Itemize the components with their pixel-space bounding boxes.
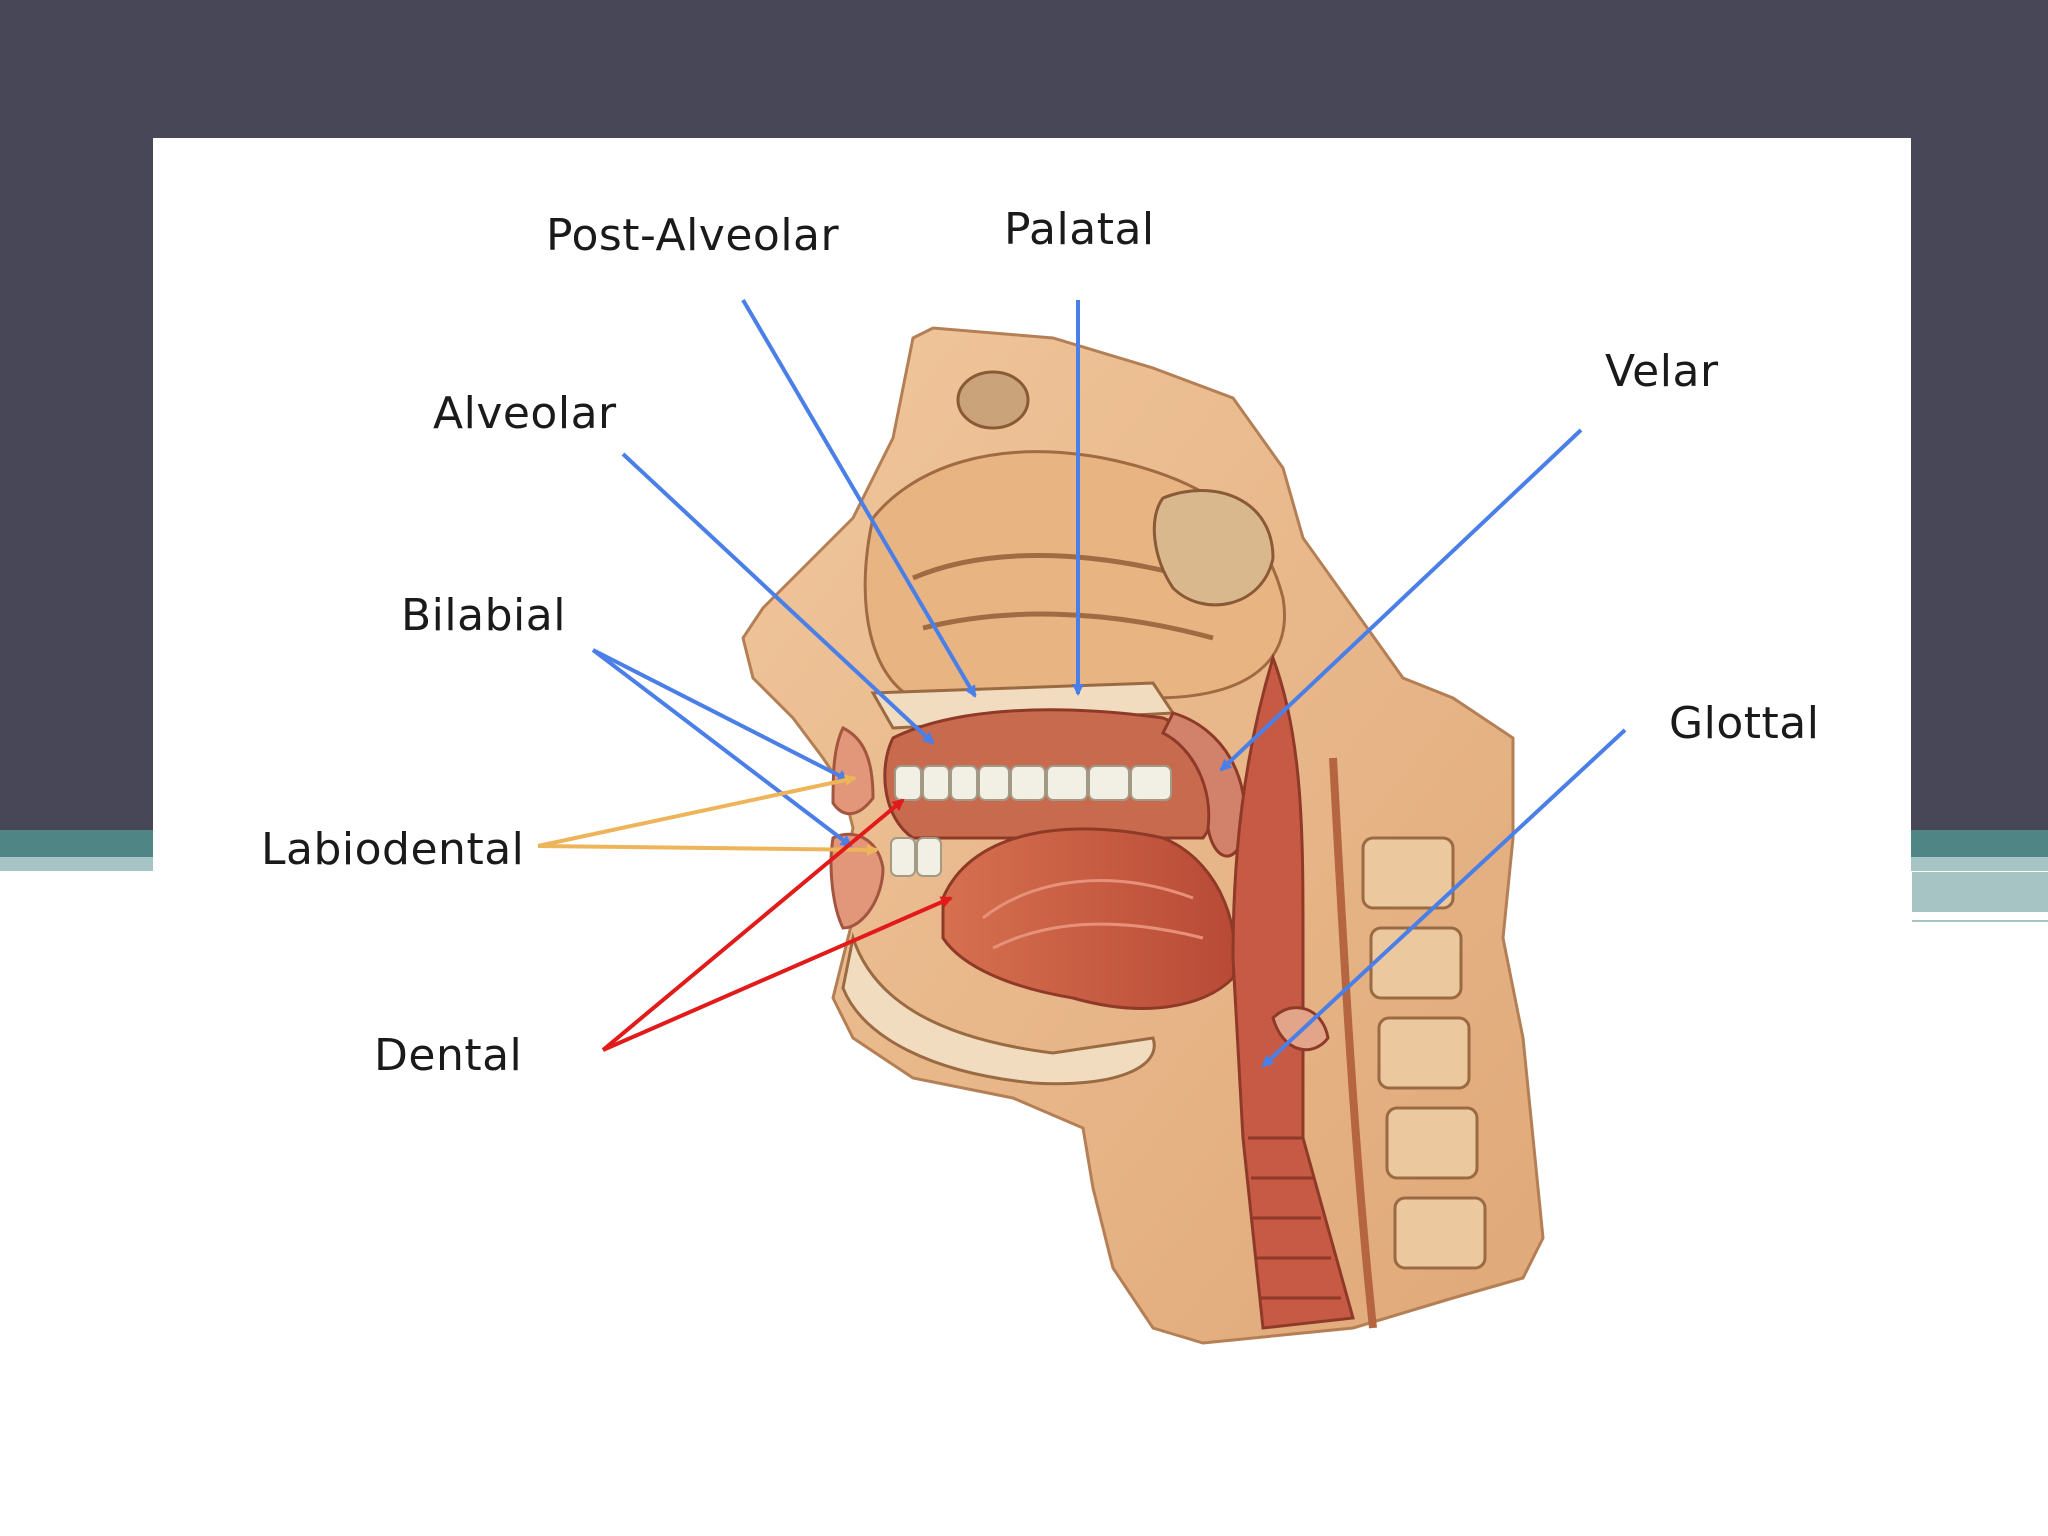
alveolar-label: Alveolar	[433, 388, 617, 439]
labiodental-label: Labiodental	[261, 824, 524, 875]
palatal-label: Palatal	[1004, 204, 1155, 255]
right-accent-strip	[1912, 872, 2048, 912]
diagram-canvas	[153, 138, 1911, 1400]
labiodental-arrow-lower	[538, 846, 877, 850]
vocal-tract-diagram: Post-Alveolar Palatal Velar Alveolar Bil…	[153, 138, 1911, 1400]
glottal-label: Glottal	[1669, 698, 1819, 749]
right-accent-line	[1912, 920, 2048, 922]
post-alveolar-label: Post-Alveolar	[546, 210, 839, 261]
dental-label: Dental	[374, 1030, 522, 1081]
bilabial-label: Bilabial	[401, 590, 566, 641]
velar-label: Velar	[1605, 346, 1719, 397]
upper-teeth	[895, 766, 1171, 800]
